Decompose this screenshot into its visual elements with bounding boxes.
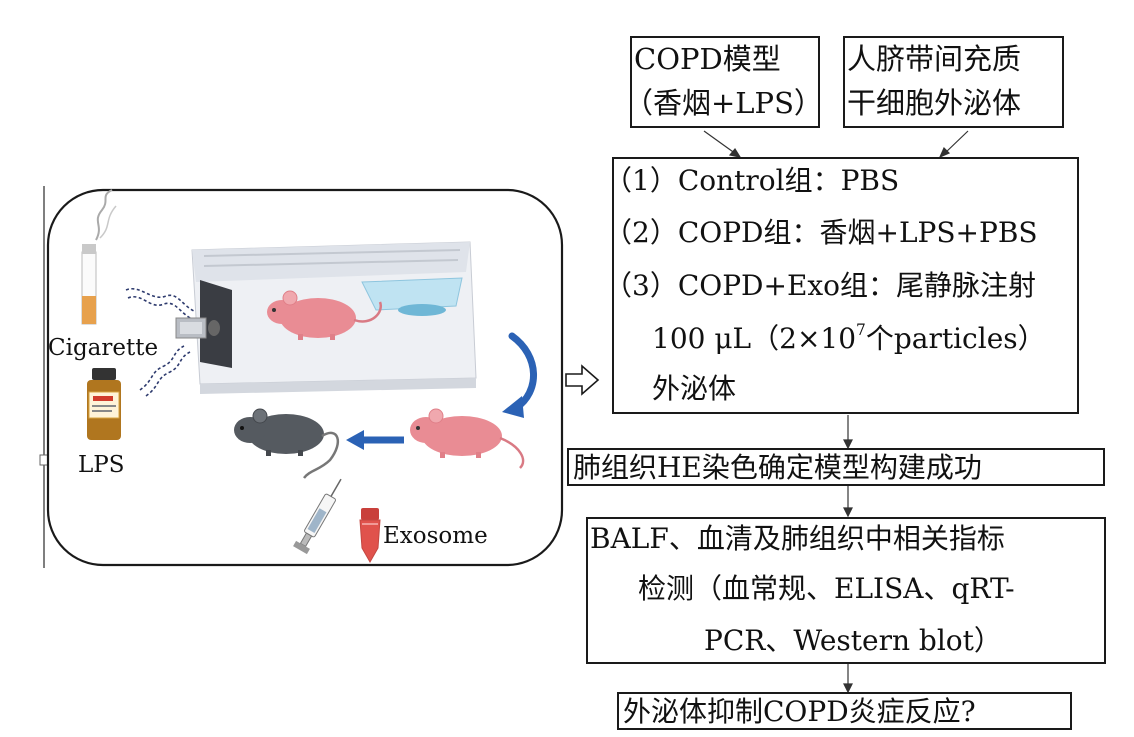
question-text: 外泌体抑制COPD炎症反应? [623,695,976,728]
group-1: （1）Control组：PBS [604,164,900,197]
lps-bottle-icon [87,368,121,440]
pink-mouse-cage [267,290,383,340]
group-3: （3）COPD+Exo组：尾静脉注射 [604,269,1037,302]
cigarette-label: Cigarette [48,335,159,361]
group-3-dose: 100 μL（2×107个particles） [652,322,1046,355]
grey-mouse [234,408,340,479]
group-2: （2）COPD组：香烟+LPS+PBS [604,216,1038,249]
connector-arrows [703,130,969,694]
smoke-trail [125,287,197,397]
copd-model-box: COPD模型 （香烟+LPS） [624,36,823,128]
group-3-end: 外泌体 [652,372,737,405]
copd-model-line1: COPD模型 [634,42,781,76]
exosome-source-line2: 干细胞外泌体 [847,86,1022,120]
exosome-source-line1: 人脐带间充质 [847,42,1022,76]
he-staining-box: 肺组织HE染色确定模型构建成功 [567,448,1105,486]
question-box: 外泌体抑制COPD炎症反应? [617,692,1072,730]
edge-handle [39,454,49,466]
groups-box: （1）Control组：PBS （2）COPD组：香烟+LPS+PBS （3）C… [604,157,1079,414]
copd-model-line2: （香烟+LPS） [624,86,823,120]
exosome-label: Exosome [383,523,488,549]
group-3-dose-prefix: 100 μL（2×10 [652,322,857,355]
blue-left-arrow [346,430,404,450]
detection-line3: PCR、Western blot） [704,624,1002,657]
group-3-dose-suffix: 个particles） [865,322,1046,355]
exosome-tube-icon [359,508,381,564]
group-3-dose-exp: 7 [856,321,866,339]
cigarette-icon [81,189,117,325]
pink-mouse-bottom [410,408,525,469]
exosome-source-box: 人脐带间充质 干细胞外泌体 [843,36,1064,128]
lps-label: LPS [78,452,125,478]
syringe-icon [293,478,342,555]
hollow-right-arrow [565,364,600,396]
he-staining-text: 肺组织HE染色确定模型构建成功 [573,451,982,484]
detection-line2: 检测（血常规、ELISA、qRT- [638,572,1015,605]
detection-box: BALF、血清及肺组织中相关指标 检测（血常规、ELISA、qRT- PCR、W… [586,517,1106,664]
blue-curved-arrow [502,332,537,418]
detection-line1: BALF、血清及肺组织中相关指标 [590,522,1005,555]
